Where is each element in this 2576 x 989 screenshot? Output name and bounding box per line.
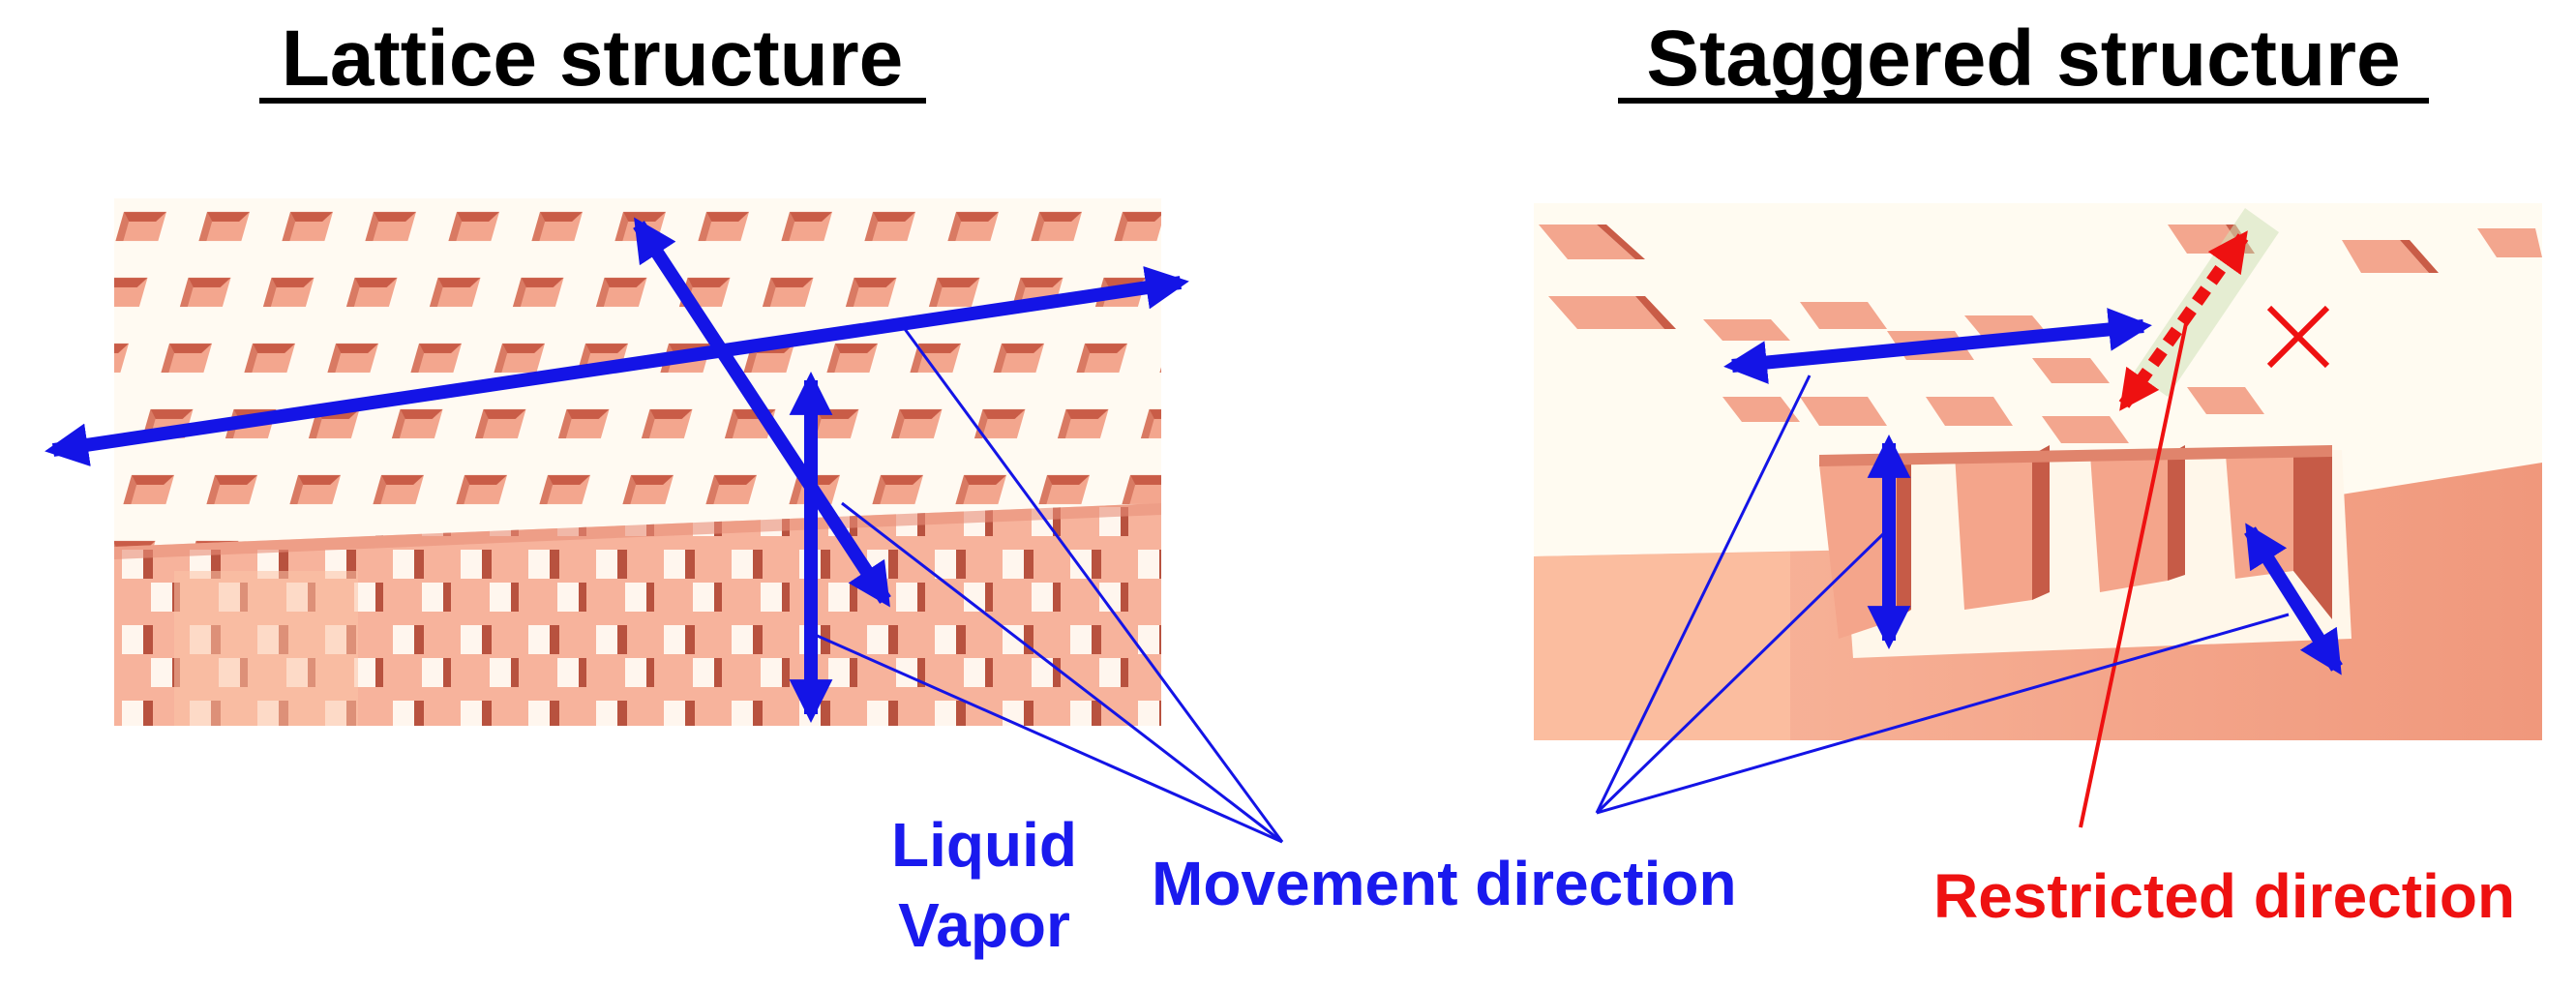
title-left-group: Lattice structure [259,15,926,104]
title-right-group: Staggered structure [1618,15,2429,104]
title-staggered: Staggered structure [1646,15,2400,103]
staggered-arrows [1723,308,2343,675]
restricted-direction-group [2079,208,2330,828]
lattice-front-highlight [174,571,358,726]
leader-staggered-3 [1596,613,2290,815]
lattice-diagonal-arrow [633,217,891,608]
leader-staggered-1 [1595,375,1812,814]
staggered-base-left [1534,552,1790,740]
lattice-arrows [45,217,1189,723]
restricted-arrow [2118,230,2249,411]
lattice-front-face [114,503,1161,726]
staggered-horizontal-arrow [1723,308,2152,384]
leader-staggered-2 [1595,528,1889,815]
movement-leader-lines [812,328,2290,844]
label-vapor: Vapor [898,890,1070,960]
leader-lattice-1 [903,328,1284,843]
lattice-horizontal-arrow [45,266,1189,466]
title-lattice: Lattice structure [282,15,904,103]
staggered-structure-image [1534,203,2542,740]
staggered-diagonal-arrow [2244,523,2343,675]
label-restricted-direction: Restricted direction [1933,861,2515,931]
restricted-leader-line [2079,309,2191,828]
leader-lattice-3 [812,632,1283,844]
cross-icon-stroke-b [2266,305,2330,369]
label-movement-direction: Movement direction [1152,849,1737,918]
label-liquid: Liquid [891,810,1077,880]
leader-lattice-2 [841,501,1283,844]
